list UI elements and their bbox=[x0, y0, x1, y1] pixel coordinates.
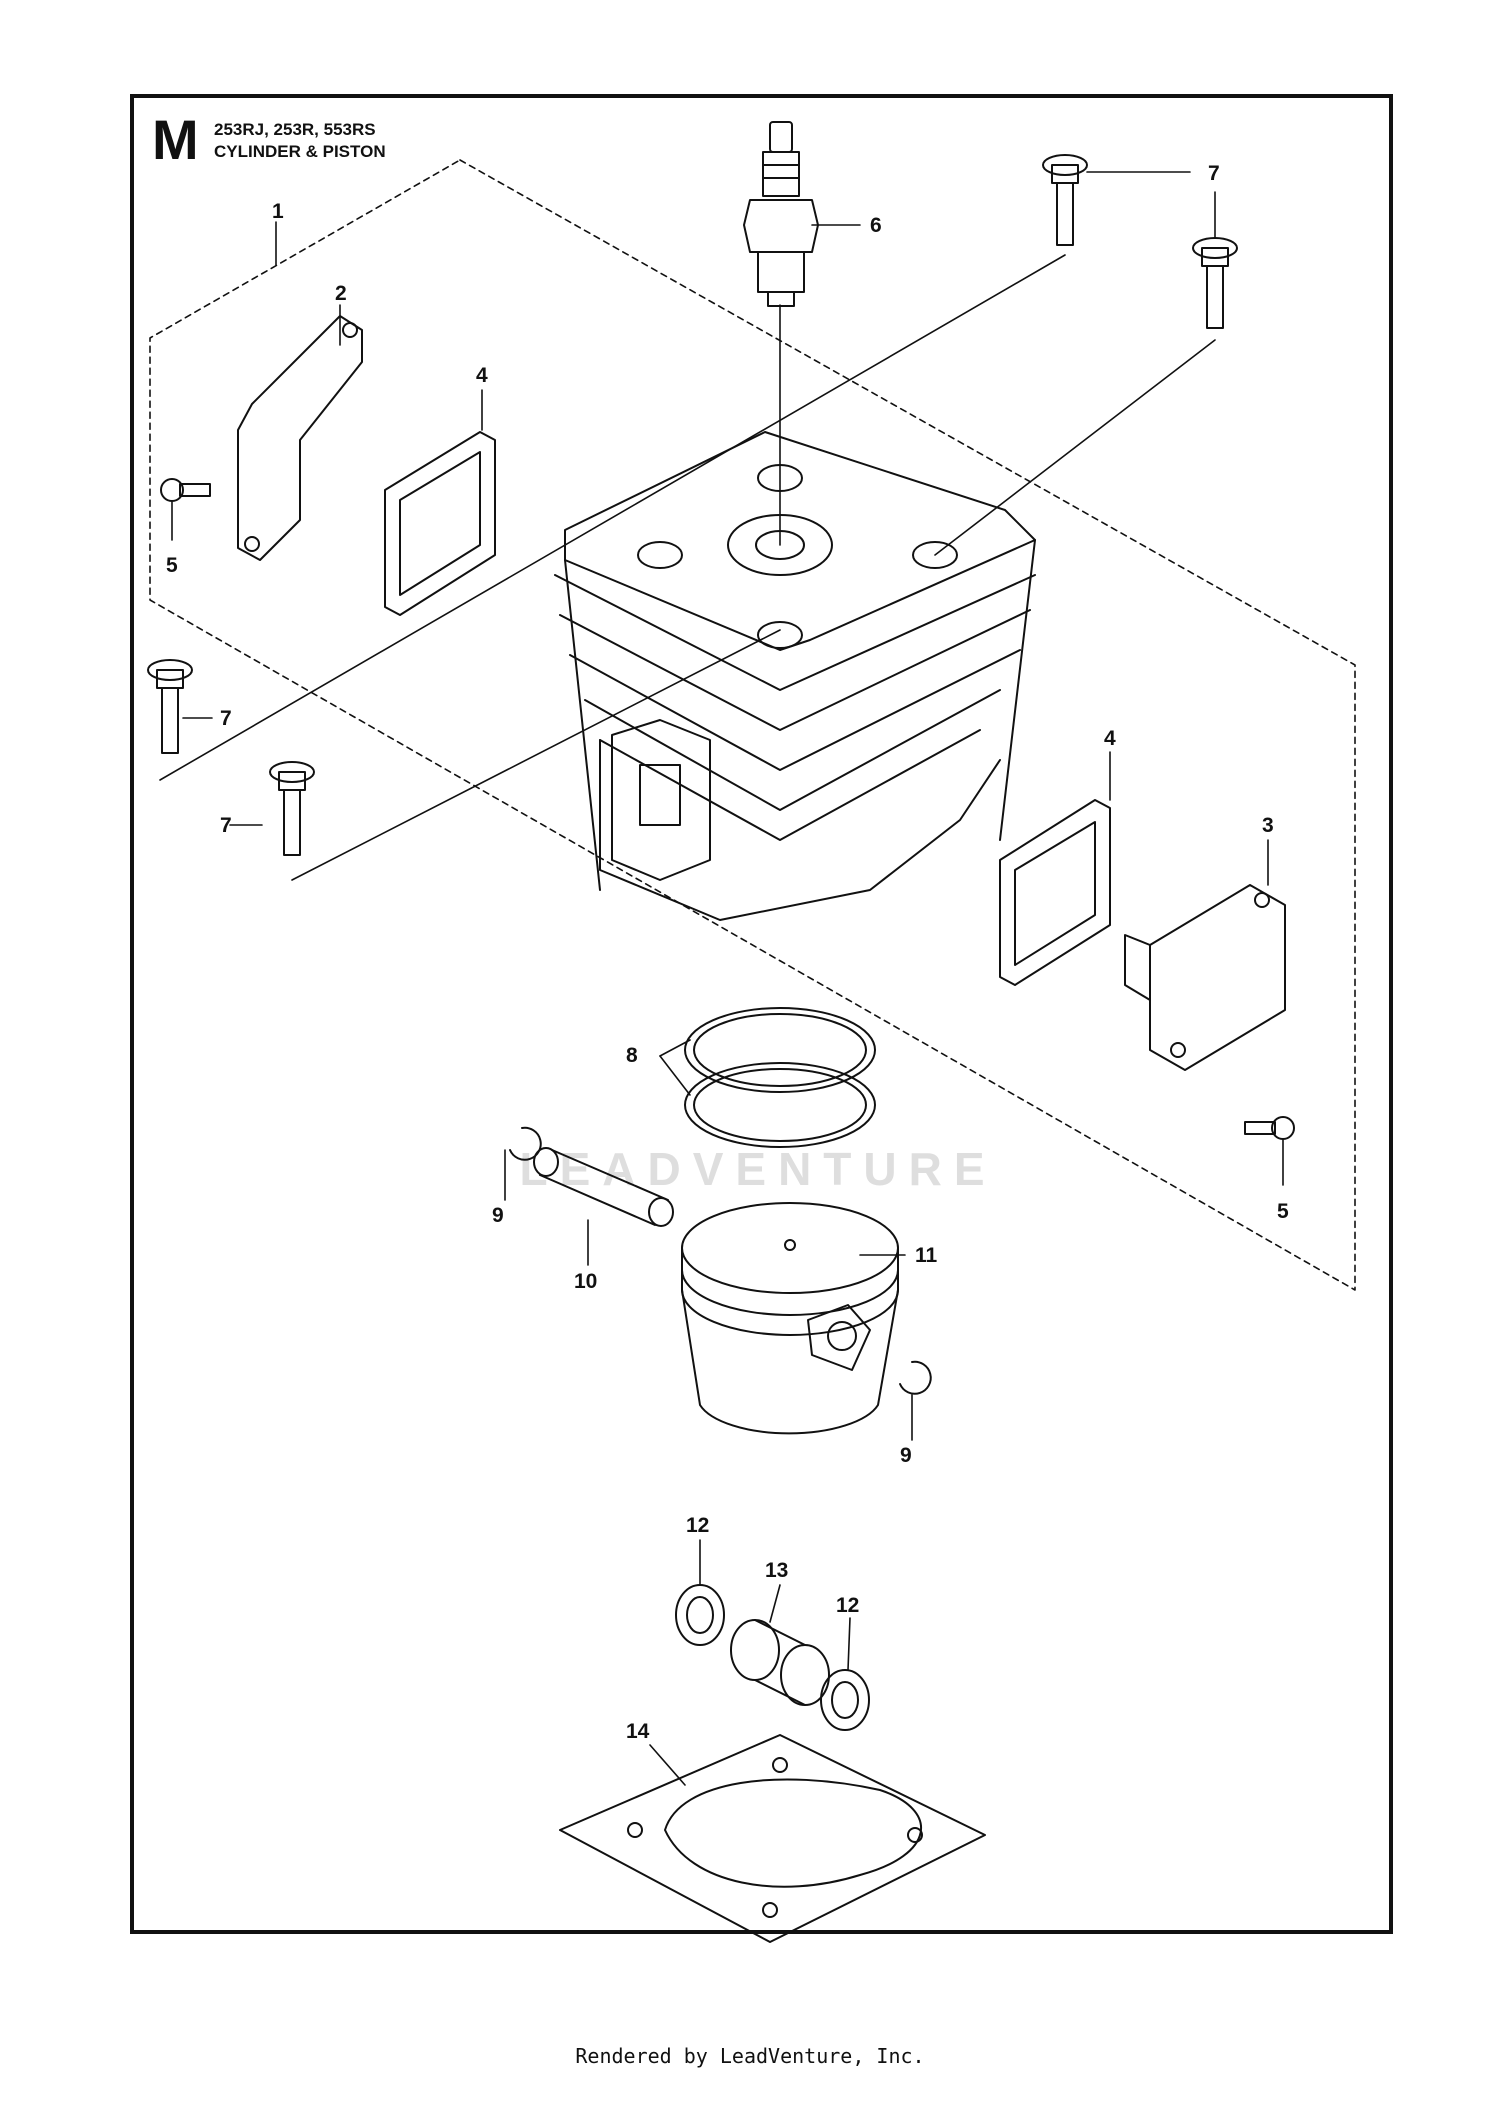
diagram-frame bbox=[130, 94, 1393, 1934]
callout-3: 3 bbox=[1262, 814, 1274, 837]
callout-5-left: 5 bbox=[166, 554, 178, 577]
callout-12-left: 12 bbox=[686, 1514, 709, 1537]
callout-11: 11 bbox=[915, 1244, 938, 1267]
callout-9-left: 9 bbox=[492, 1204, 504, 1227]
bolt-top-1 bbox=[1042, 154, 1088, 246]
callout-8: 8 bbox=[626, 1044, 638, 1067]
section-letter: M bbox=[152, 108, 199, 171]
gasket-right bbox=[999, 799, 1111, 986]
callout-7-left-lower: 7 bbox=[220, 814, 232, 837]
callout-13: 13 bbox=[765, 1559, 788, 1582]
callout-6: 6 bbox=[870, 214, 882, 237]
callout-10: 10 bbox=[574, 1270, 597, 1293]
callout-2: 2 bbox=[335, 282, 347, 305]
callout-12-right: 12 bbox=[836, 1594, 859, 1617]
cylinder bbox=[554, 431, 1036, 921]
piston bbox=[681, 1202, 899, 1435]
callout-4-right: 4 bbox=[1104, 727, 1116, 750]
circlip-right bbox=[899, 1360, 932, 1395]
kit-boundary bbox=[149, 159, 1356, 1291]
gasket-left bbox=[384, 431, 496, 616]
screw-right bbox=[1244, 1116, 1295, 1140]
piston-pin bbox=[533, 1147, 674, 1227]
footer-credit: Rendered by LeadVenture, Inc. bbox=[575, 2044, 925, 2068]
callout-9-right: 9 bbox=[900, 1444, 912, 1467]
flange-cover-left bbox=[237, 315, 363, 561]
screw-left bbox=[160, 478, 211, 502]
callout-14: 14 bbox=[626, 1720, 650, 1743]
bolt-left-2 bbox=[269, 761, 315, 856]
needle-bearing bbox=[730, 1619, 830, 1706]
flange-cover-right bbox=[1149, 884, 1286, 1071]
thrust-washer-left bbox=[675, 1584, 725, 1646]
bolt-left-1 bbox=[147, 659, 193, 754]
model-list: 253RJ, 253R, 553RS bbox=[214, 120, 376, 139]
callout-7-top: 7 bbox=[1208, 162, 1220, 185]
base-gasket bbox=[559, 1734, 986, 1943]
piston-ring-upper bbox=[684, 1007, 876, 1093]
spark-plug bbox=[743, 121, 819, 307]
callout-4-left: 4 bbox=[476, 364, 488, 387]
thrust-washer-right bbox=[820, 1669, 870, 1731]
callout-1: 1 bbox=[272, 200, 284, 223]
callout-5-right: 5 bbox=[1277, 1200, 1289, 1223]
diagram-title: CYLINDER & PISTON bbox=[214, 142, 386, 161]
piston-ring-lower bbox=[684, 1062, 876, 1148]
callout-7-left-upper: 7 bbox=[220, 707, 232, 730]
bolt-top-2 bbox=[1192, 237, 1238, 329]
